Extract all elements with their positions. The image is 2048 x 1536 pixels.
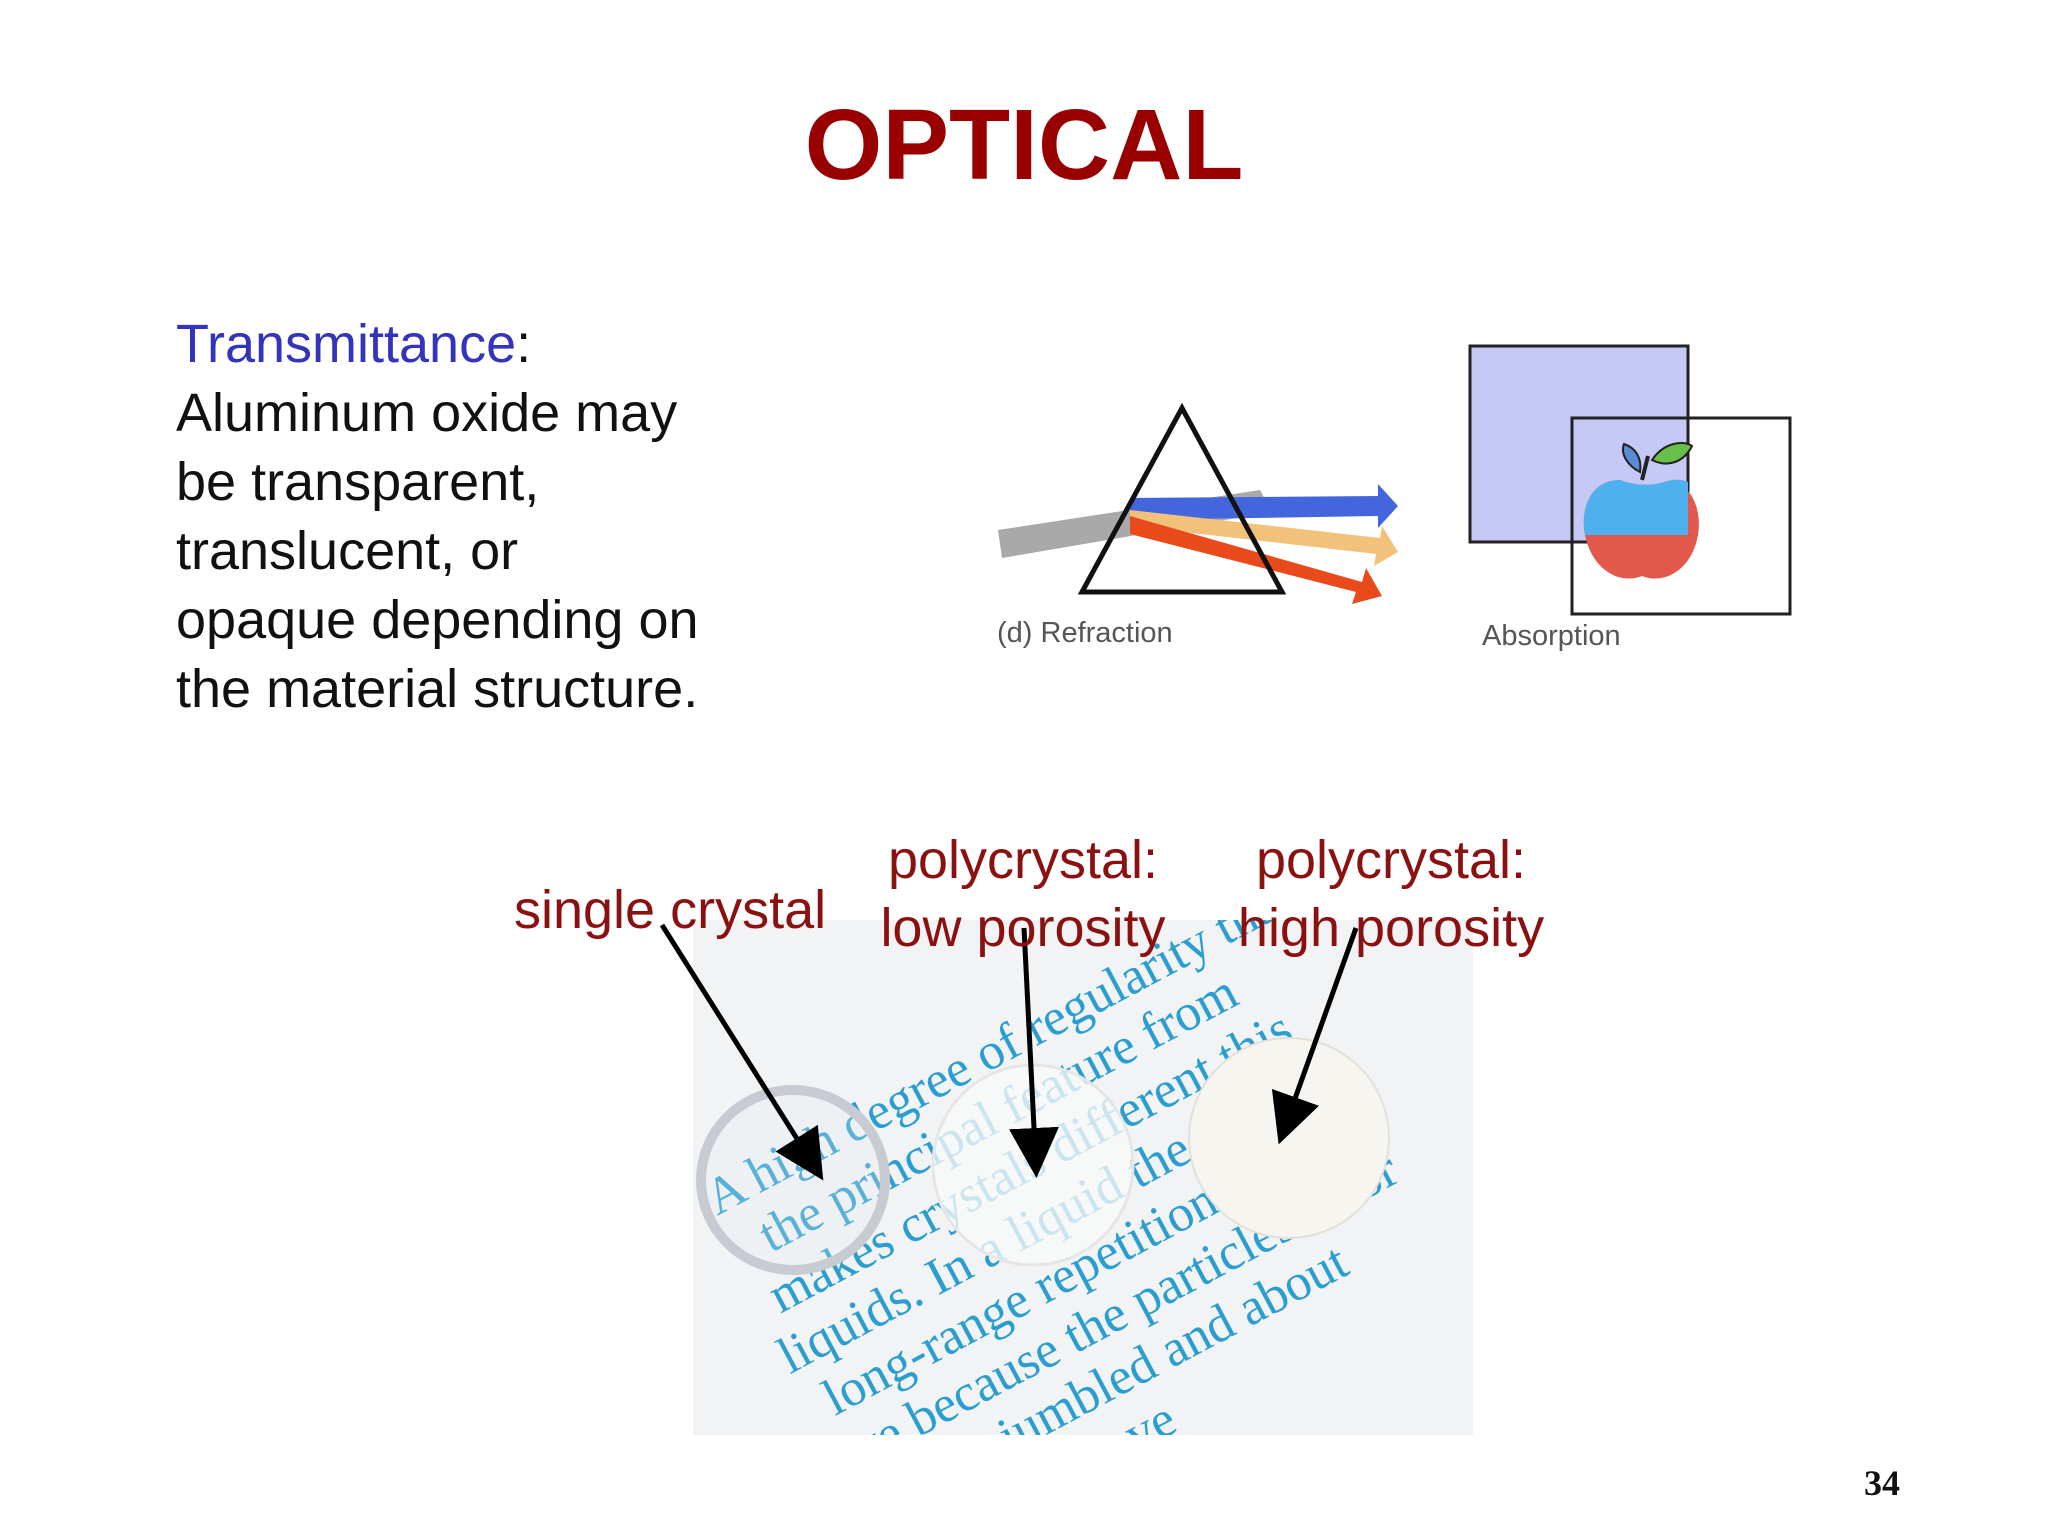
body-line: Aluminum oxide may [176,383,678,443]
low-porosity-arrow [1009,927,1059,1178]
body-line: translucent, or [176,521,519,581]
label-low-porosity: polycrystal: low porosity [868,826,1178,962]
refraction-caption: (d) Refraction [997,617,1173,649]
label-low-porosity-line2: low porosity [880,898,1166,958]
body-line: opaque depending on [176,590,699,650]
red-refracted-beam [1130,516,1382,604]
body-line: the material structure. [176,659,699,719]
absorption-frame-square [1570,416,1792,616]
apple-icon [1583,442,1699,579]
refraction-absorption-figure [998,344,1792,616]
body-line: be transparent, [176,452,540,512]
body-text: Transmittance: Aluminum oxide may be tra… [176,310,816,724]
prism-icon [1077,402,1287,595]
term-transmittance: Transmittance [176,314,517,374]
high-porosity-arrow [1271,927,1359,1145]
label-high-porosity-line1: polycrystal: [1255,830,1527,890]
page-number: 34 [1864,1463,1900,1503]
absorption-caption: Absorption [1482,620,1621,652]
slide-title: OPTICAL [804,89,1244,201]
term-colon: : [516,314,532,374]
yellow-refracted-beam [1130,510,1398,566]
label-low-porosity-line1: polycrystal: [887,830,1159,890]
blue-refracted-beam [1130,484,1398,528]
label-single-crystal: single crystal [514,880,827,940]
label-high-porosity: polycrystal: high porosity [1226,826,1556,962]
single-crystal-arrow [659,923,824,1181]
label-high-porosity-line2: high porosity [1237,898,1545,958]
